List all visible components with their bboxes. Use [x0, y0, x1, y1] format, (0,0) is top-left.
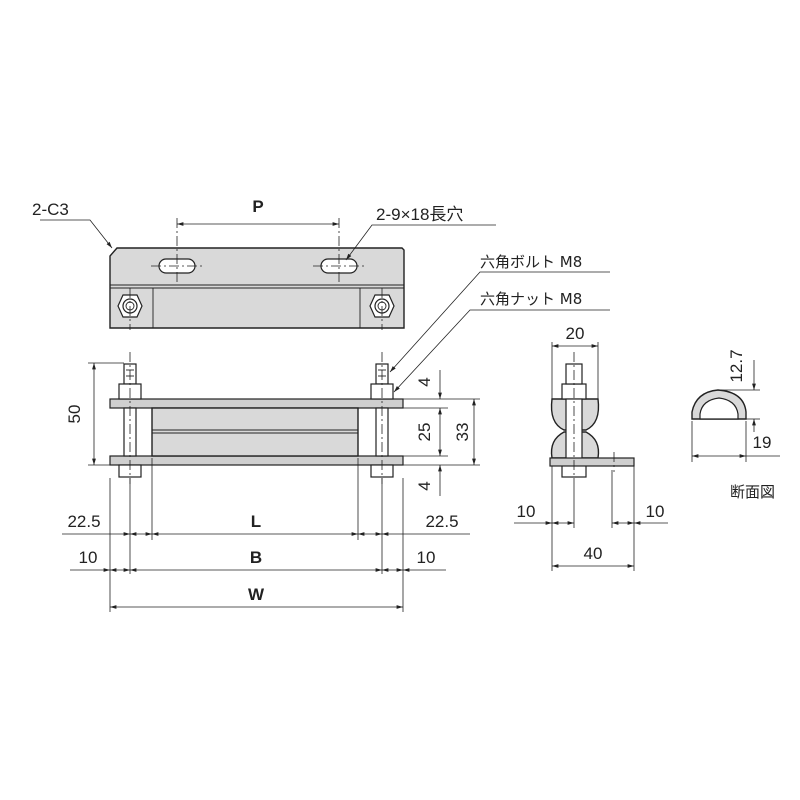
dim-left-22-5: 22.5	[67, 512, 100, 531]
dim-right-22-5: 22.5	[425, 512, 458, 531]
section-view	[691, 360, 780, 462]
horizontal-dimensions	[62, 458, 470, 612]
dim-20: 20	[566, 324, 585, 343]
dim-b: B	[250, 548, 262, 567]
bolt-label: 六角ボルト M8	[480, 253, 582, 271]
dim-w: W	[248, 585, 265, 604]
dim-19: 19	[753, 433, 772, 452]
dim-12-7: 12.7	[727, 349, 746, 382]
front-view	[88, 352, 480, 496]
spacer-body	[151, 407, 359, 457]
dim-right-10: 10	[417, 548, 436, 567]
dim-side-10-left: 10	[517, 502, 536, 521]
bottom-plate	[109, 455, 404, 466]
dim-40: 40	[584, 544, 603, 563]
dim-left-10: 10	[79, 548, 98, 567]
section-caption: 断面図	[730, 483, 775, 501]
nut-label: 六角ナット M8	[480, 290, 582, 308]
dim-l: L	[251, 512, 261, 531]
side-foot	[549, 457, 635, 467]
top-plate	[109, 398, 404, 409]
slot-label: 2-9×18長穴	[376, 205, 463, 224]
dim-33: 33	[453, 423, 472, 442]
top-view	[109, 218, 405, 330]
side-view	[514, 342, 668, 571]
dim-50: 50	[65, 405, 84, 424]
chamfer-label: 2-C3	[32, 200, 69, 219]
dim-4-top: 4	[415, 377, 434, 386]
dim-side-10-right: 10	[646, 502, 665, 521]
dim-p: P	[252, 197, 263, 216]
dim-4-bottom: 4	[415, 481, 434, 490]
leader-lines	[40, 219, 610, 393]
dim-25: 25	[415, 423, 434, 442]
